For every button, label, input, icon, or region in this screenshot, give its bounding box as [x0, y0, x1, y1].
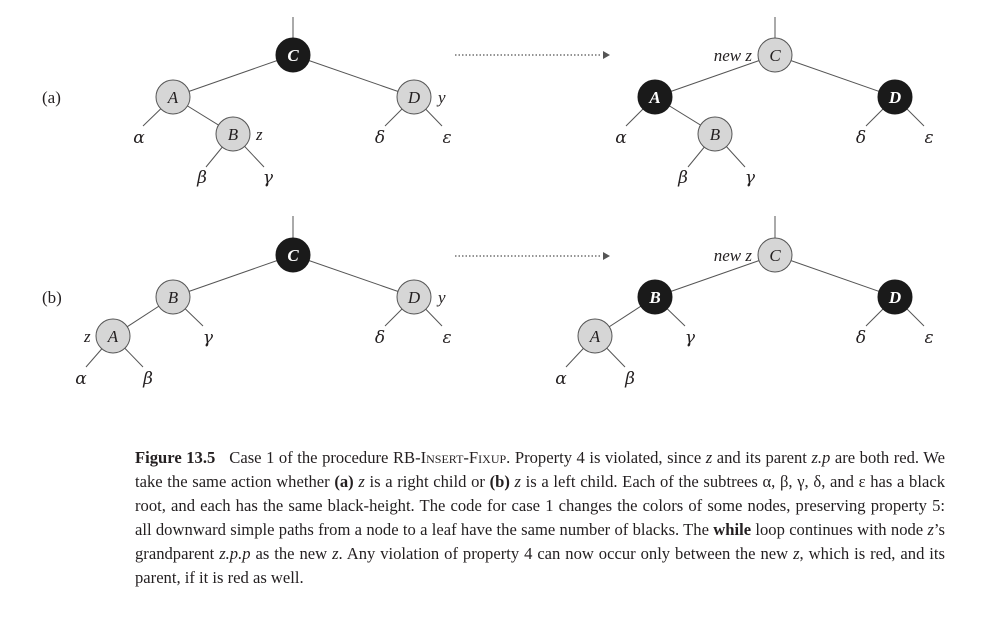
- part-b: (b) C B D: [42, 216, 934, 389]
- node-D: D: [396, 79, 432, 115]
- subtree-epsilon: ε: [442, 128, 451, 148]
- node-D: D: [877, 79, 913, 115]
- edge-C-D: [292, 54, 415, 98]
- subtree-delta: δ: [375, 328, 385, 348]
- tag-y: y: [436, 88, 446, 107]
- edge-C-A: [654, 54, 776, 98]
- svg-text:D: D: [888, 288, 901, 307]
- node-B: B: [215, 116, 251, 152]
- svg-text:D: D: [407, 288, 421, 307]
- subtree-beta: β: [142, 369, 153, 389]
- part-b-before-tree: C B D A z y α β γ δ ε: [75, 216, 452, 389]
- svg-text:C: C: [287, 46, 299, 65]
- svg-text:B: B: [710, 125, 721, 144]
- subtree-epsilon: ε: [924, 128, 933, 148]
- svg-text:C: C: [769, 46, 781, 65]
- edge-C-D: [292, 254, 415, 298]
- transform-arrow: [455, 252, 610, 260]
- node-C: C: [757, 37, 793, 73]
- tag-new-z: new z: [714, 246, 753, 265]
- procedure-name: RB-Insert-Fixup: [392, 448, 507, 467]
- svg-text:B: B: [648, 288, 660, 307]
- svg-text:A: A: [589, 327, 601, 346]
- node-A: A: [95, 318, 131, 354]
- svg-text:B: B: [228, 125, 239, 144]
- figure-diagram: (a) C A D: [42, 17, 934, 389]
- node-C: C: [275, 37, 311, 73]
- edge-C-D: [774, 54, 896, 98]
- tag-z: z: [255, 125, 263, 144]
- part-a-label: (a): [42, 88, 61, 107]
- subtree-alpha: α: [555, 369, 567, 389]
- svg-text:A: A: [648, 88, 660, 107]
- svg-text:C: C: [769, 246, 781, 265]
- svg-text:A: A: [167, 88, 179, 107]
- figure-number: Figure 13.5: [135, 448, 216, 467]
- subtree-beta: β: [196, 168, 207, 188]
- subtree-alpha: α: [75, 369, 87, 389]
- svg-text:B: B: [168, 288, 179, 307]
- node-A: A: [637, 79, 673, 115]
- edge-C-A: [172, 54, 294, 98]
- tag-y: y: [436, 288, 446, 307]
- svg-text:D: D: [888, 88, 901, 107]
- edge-C-B: [172, 254, 294, 298]
- subtree-beta: β: [677, 168, 688, 188]
- node-C: C: [757, 237, 793, 273]
- tag-z: z: [83, 327, 91, 346]
- tag-new-z: new z: [714, 46, 753, 65]
- edge-C-D: [774, 254, 896, 298]
- part-b-after-tree: C B D A new z α β γ δ ε: [555, 216, 934, 389]
- node-B: B: [697, 116, 733, 152]
- subtree-beta: β: [624, 369, 635, 389]
- subtree-gamma: γ: [745, 168, 756, 188]
- svg-text:C: C: [287, 246, 299, 265]
- subtree-delta: δ: [856, 128, 866, 148]
- svg-text:D: D: [407, 88, 421, 107]
- subtree-gamma: γ: [685, 328, 696, 348]
- subtree-delta: δ: [856, 328, 866, 348]
- subtree-delta: δ: [375, 128, 385, 148]
- subtree-gamma: γ: [263, 168, 274, 188]
- part-a-before-tree: C A D B z y α β γ δ ε: [133, 17, 452, 188]
- node-A: A: [155, 79, 191, 115]
- subtree-alpha: α: [133, 128, 145, 148]
- part-a-after-tree: C A D B new z α β γ δ ε: [615, 17, 934, 188]
- node-B: B: [637, 279, 673, 315]
- part-a: (a) C A D: [42, 17, 934, 188]
- svg-text:A: A: [107, 327, 119, 346]
- node-D: D: [396, 279, 432, 315]
- subtree-gamma: γ: [203, 328, 214, 348]
- node-B: B: [155, 279, 191, 315]
- node-C: C: [275, 237, 311, 273]
- while-keyword: while: [713, 520, 752, 539]
- node-D: D: [877, 279, 913, 315]
- part-b-label: (b): [42, 288, 62, 307]
- transform-arrow: [455, 51, 610, 59]
- edge-C-B: [654, 254, 776, 298]
- subtree-alpha: α: [615, 128, 627, 148]
- subtree-epsilon: ε: [924, 328, 933, 348]
- subtree-epsilon: ε: [442, 328, 451, 348]
- node-A: A: [577, 318, 613, 354]
